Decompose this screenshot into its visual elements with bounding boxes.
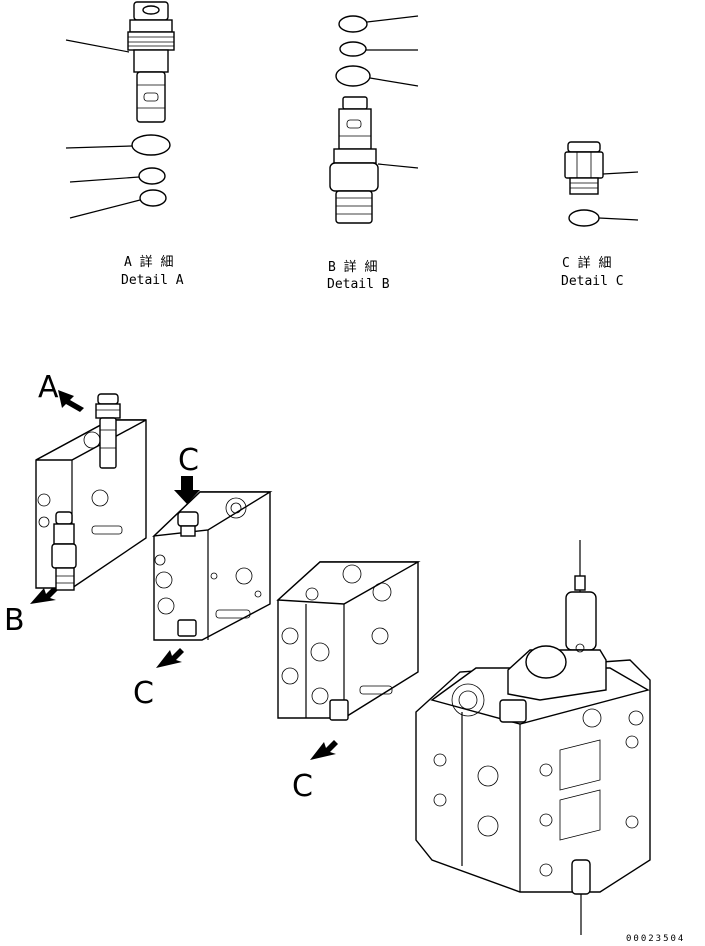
view-arrow-b [30,584,60,604]
detail-b-title-en: Detail B [327,277,390,292]
detail-c-leader-2 [598,217,639,221]
view-arrow-c-bottom [310,740,338,760]
detail-b-valve [329,96,379,224]
view-label-a: A [38,370,59,405]
detail-a-oring-1 [131,134,171,156]
detail-b-group: B 詳 細 Detail B [327,15,419,292]
detail-a-leader-3 [69,176,140,183]
detail-c-title-en: Detail C [561,274,624,289]
detail-c-oring [568,209,600,227]
detail-c-plug [564,141,604,195]
detail-b-oring-1 [338,15,368,33]
view-label-c-bottom: C [292,769,313,804]
detail-a-group: A 詳 細 Detail A [65,1,184,288]
detail-a-oring-3 [139,189,167,207]
detail-b-oring-3 [335,65,371,87]
detail-a-title-jp: A 詳 細 [124,254,173,270]
view-arrow-c-top [174,476,200,504]
detail-a-oring-2 [138,167,166,185]
main-valve-body [415,540,651,935]
detail-a-title-en: Detail A [121,273,184,288]
view-label-c-mid: C [133,676,154,711]
drawing-number: 00023504 [626,934,685,944]
detail-a-leader-1 [65,39,130,53]
detail-c-title-jp: C 詳 細 [562,255,611,271]
view-label-c-top: C [178,443,199,478]
detail-a-leader-2 [65,145,133,149]
valve-section-3 [276,561,421,721]
detail-b-leader-3 [369,77,419,87]
detail-c-group: C 詳 細 Detail C [561,141,639,289]
detail-b-oring-2 [339,41,367,57]
detail-c-leader-1 [602,171,639,175]
view-arrow-a [58,390,84,412]
detail-a-relief-valve [127,1,175,123]
valve-section-2 [152,491,273,641]
detail-b-title-jp: B 詳 細 [328,259,377,275]
detail-b-leader-1 [366,15,419,23]
view-arrow-c-mid [156,648,184,668]
view-label-b: B [4,603,25,638]
detail-b-leader-4 [377,163,419,169]
valve-section-1 [35,393,147,591]
detail-a-leader-4 [69,199,141,219]
